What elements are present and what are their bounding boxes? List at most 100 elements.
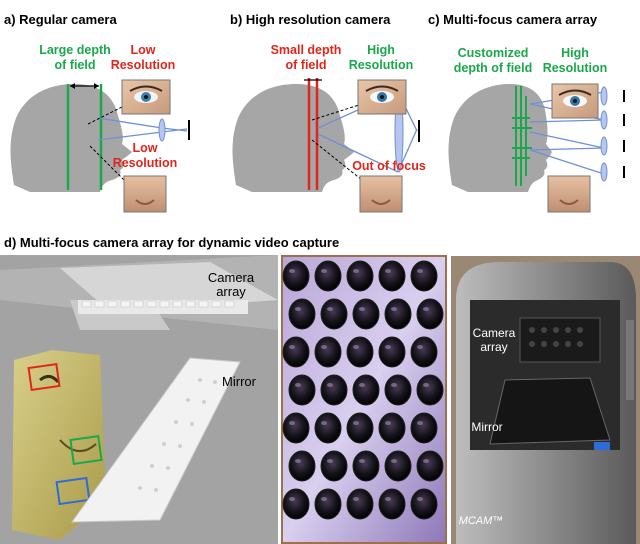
lens-highlight [391,307,397,311]
lens-highlight [359,383,365,387]
lens-highlight [359,459,365,463]
nose-thumb-b [359,175,403,213]
panel-b-title: b) High resolution camera [230,12,391,27]
camera-lens [314,336,342,368]
camera-lens [352,374,380,406]
camera-lens [346,336,374,368]
camera-lens [378,488,406,520]
camera-lens [384,374,412,406]
lens-highlight [423,307,429,311]
lens-highlight [327,459,333,463]
lens-highlight [417,345,423,349]
camera-lens [384,450,412,482]
camera-lens [352,450,380,482]
lens-array-photo [281,255,447,544]
camera-lens [282,260,310,292]
camera-lens [314,412,342,444]
lens-highlight [353,421,359,425]
camera-lens [410,260,438,292]
camera-lens [288,450,316,482]
lens-highlight [385,421,391,425]
camera-lens [282,488,310,520]
roi-eye-box [27,363,61,391]
lens-highlight [289,497,295,501]
dof-lines-c [512,86,532,186]
panel-a-title: a) Regular camera [4,12,117,27]
lens-highlight [353,345,359,349]
camera-lens [416,298,444,330]
device-photo [451,256,640,544]
lens-highlight [417,269,423,273]
nose-thumb-a [123,175,167,213]
lens-highlight [295,459,301,463]
lens-highlight [391,383,397,387]
panel-b-diagram [232,78,420,213]
lens-highlight [359,307,365,311]
lens-grid [282,260,444,520]
lens-highlight [417,421,423,425]
camera-lens [282,412,310,444]
lens-a [158,118,166,142]
lens-highlight [321,497,327,501]
lens-highlight [289,269,295,273]
lens-highlight [353,497,359,501]
lens-highlight [321,269,327,273]
head-silhouette-c [448,84,552,192]
lens-highlight [295,383,301,387]
camera-lens [378,260,406,292]
camera-lens [352,298,380,330]
camera-lens [314,260,342,292]
ray-a [97,117,163,129]
lens-highlight [423,459,429,463]
camera-lens [288,298,316,330]
camera-lens [416,450,444,482]
lens-highlight [327,307,333,311]
device-brand: MCAM™ [458,515,504,527]
camera-lens [346,260,374,292]
camera-lens [288,374,316,406]
lens-highlight [321,345,327,349]
lens-highlight [385,269,391,273]
camera-lens [416,374,444,406]
camera-lens [320,374,348,406]
camera-lens [410,488,438,520]
camera-lens [378,412,406,444]
camera-lens [410,336,438,368]
device-mirror [489,377,611,445]
camera-lens [282,336,310,368]
render-scene [0,255,278,544]
render-mirror [71,357,241,523]
camera-lens [320,298,348,330]
panel-a-diagram [10,79,190,213]
lens-highlight [385,497,391,501]
lens-highlight [417,497,423,501]
lens-array-c [600,86,608,182]
panel-c-diagram [448,83,625,213]
lens-highlight [327,383,333,387]
camera-lens [346,488,374,520]
lens-highlight [353,269,359,273]
head-silhouette-b [232,84,354,192]
lens-highlight [391,459,397,463]
lens-highlight [321,421,327,425]
camera-lens [378,336,406,368]
camera-lens [320,450,348,482]
roi-nose-box [69,435,103,465]
lens-highlight [423,383,429,387]
lens-highlight [289,421,295,425]
render-mirror-label: Mirror [222,374,256,389]
render-face [12,350,106,540]
camera-lens [410,412,438,444]
nose-thumb-c [547,175,591,213]
panel-d-title: d) Multi-focus camera array for dynamic … [4,235,340,250]
camera-lens [346,412,374,444]
